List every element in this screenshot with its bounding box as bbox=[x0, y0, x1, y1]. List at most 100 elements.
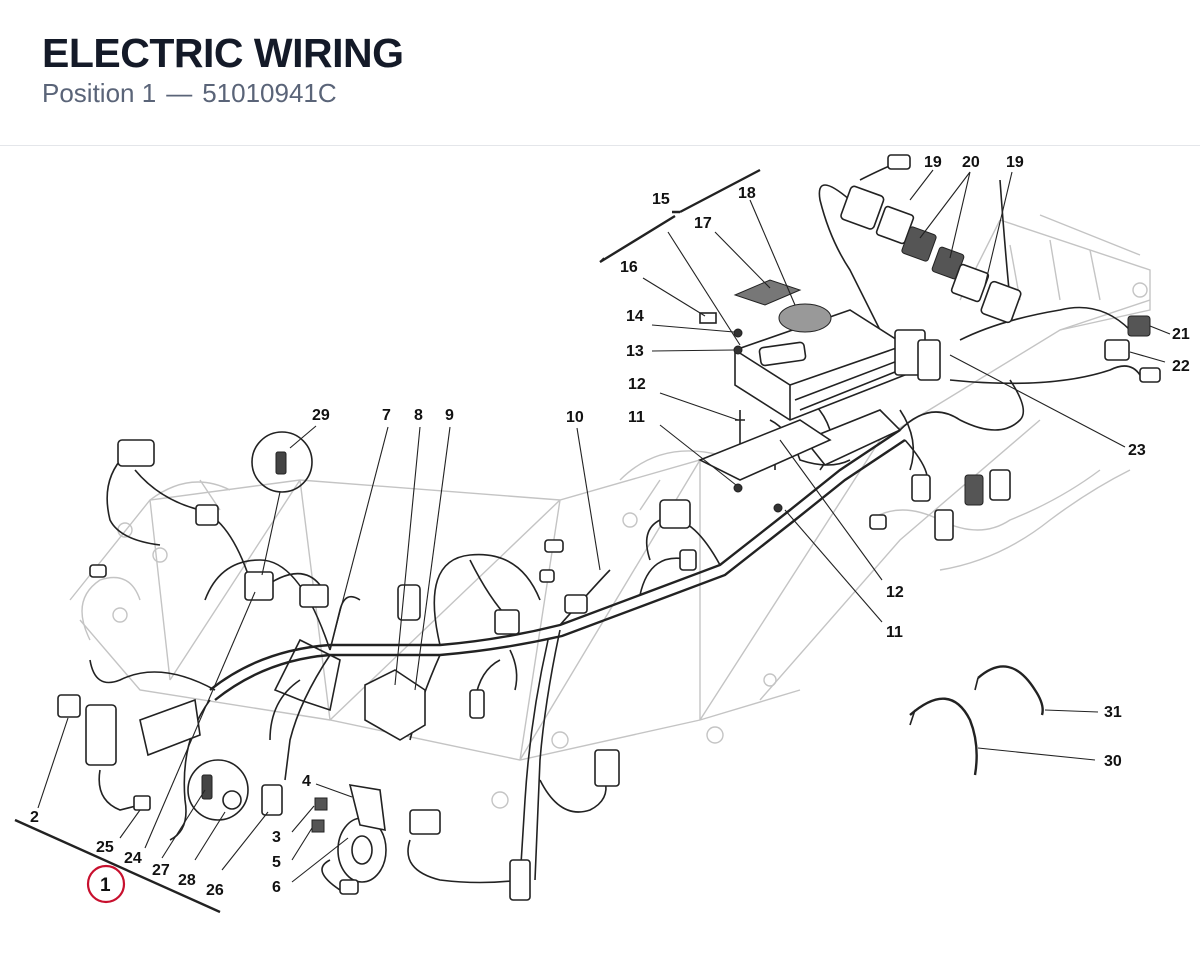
callout-17: 17 bbox=[694, 215, 712, 232]
callout-1: 1 bbox=[100, 875, 111, 896]
main-harness bbox=[89, 161, 1141, 891]
connector-mid-b bbox=[494, 609, 520, 635]
connector-6 bbox=[339, 879, 359, 895]
callout-9: 9 bbox=[445, 407, 454, 424]
part-number: 51010941C bbox=[202, 78, 337, 108]
group-braces bbox=[14, 168, 761, 914]
ecu-cover-disc bbox=[778, 303, 832, 333]
callout-23: 23 bbox=[1128, 442, 1146, 459]
connector-right-b bbox=[964, 474, 984, 506]
callout-20: 20 bbox=[962, 154, 980, 171]
fuse-holder-2 bbox=[57, 694, 81, 718]
top-connectors bbox=[840, 154, 1161, 383]
brace-15 bbox=[599, 168, 761, 264]
cable-strap-30 bbox=[909, 697, 978, 776]
connector-29 bbox=[244, 571, 274, 601]
callout-28: 28 bbox=[178, 872, 196, 889]
connector-26 bbox=[261, 784, 283, 816]
connector-mid-a bbox=[469, 689, 485, 719]
callout-13: 13 bbox=[626, 343, 644, 360]
callout-31: 31 bbox=[1104, 704, 1122, 721]
page-header: ELECTRIC WIRING Position 1 — 51010941C bbox=[0, 0, 1200, 146]
horn-bracket bbox=[348, 784, 386, 832]
callout-4: 4 bbox=[302, 773, 311, 790]
components bbox=[57, 154, 1161, 901]
ecu-unit bbox=[734, 309, 906, 466]
connector-bottom-b bbox=[509, 859, 531, 901]
cable-strap-31 bbox=[977, 665, 1044, 716]
relay-part bbox=[699, 312, 717, 324]
motorcycle-frame bbox=[69, 214, 1151, 809]
callout-10: 10 bbox=[566, 409, 584, 426]
connector-left-top bbox=[117, 439, 155, 467]
cable-strap-30-inner bbox=[909, 709, 916, 726]
bolt-3a bbox=[314, 797, 328, 811]
connector-bottom-a bbox=[409, 809, 441, 835]
connector-mid-g bbox=[679, 549, 697, 571]
connector-29b bbox=[299, 584, 329, 608]
connector-right-e bbox=[869, 514, 887, 530]
callout-24: 24 bbox=[124, 850, 142, 867]
connector-bottom-c bbox=[594, 749, 620, 787]
callout-22: 22 bbox=[1172, 358, 1190, 375]
callout-11-top: 11 bbox=[628, 409, 645, 426]
separator: — bbox=[166, 78, 193, 108]
cable-strap-31-inner bbox=[974, 677, 979, 691]
callout-11-bottom: 11 bbox=[886, 624, 903, 641]
inset-circle-27-28 bbox=[187, 759, 249, 821]
ecu-label-plate bbox=[733, 279, 802, 306]
fuse-27 bbox=[201, 774, 213, 800]
brace-1 bbox=[14, 818, 221, 914]
callout-30: 30 bbox=[1104, 753, 1122, 770]
regulator bbox=[364, 669, 426, 741]
bolt-5 bbox=[311, 819, 325, 833]
connector-25 bbox=[133, 795, 151, 811]
callout-26: 26 bbox=[206, 882, 224, 899]
callout-2: 2 bbox=[30, 809, 39, 826]
page-subtitle: Position 1 — 51010941C bbox=[42, 78, 337, 109]
callout-7: 7 bbox=[382, 407, 391, 424]
horn-inner bbox=[351, 835, 373, 865]
ecu-bracket bbox=[698, 419, 832, 481]
page-title: ELECTRIC WIRING bbox=[42, 30, 404, 76]
callout-25: 25 bbox=[96, 839, 114, 856]
inset-circle-29 bbox=[251, 431, 313, 493]
callout-12-top: 12 bbox=[628, 376, 646, 393]
connector-mid-c bbox=[564, 594, 588, 614]
grommet-28 bbox=[222, 790, 242, 810]
callout-6: 6 bbox=[272, 879, 281, 896]
connector-mid-d bbox=[539, 569, 555, 583]
connector-24 bbox=[139, 698, 201, 757]
nut-11b bbox=[773, 503, 783, 513]
callout-16: 16 bbox=[620, 259, 638, 276]
callout-8: 8 bbox=[414, 407, 423, 424]
position-label: Position 1 bbox=[42, 78, 157, 108]
callout-12-bottom: 12 bbox=[886, 584, 904, 601]
connector-mid-e bbox=[544, 539, 564, 553]
callouts: 19 20 19 21 22 23 15 18 17 16 14 13 12 1… bbox=[30, 154, 1190, 899]
position-1-marker: 1 bbox=[86, 864, 126, 904]
connector-left-c bbox=[89, 564, 107, 578]
washer-13 bbox=[733, 345, 743, 355]
callout-19-right: 19 bbox=[1006, 154, 1024, 171]
callout-3: 3 bbox=[272, 829, 281, 846]
bracket-7 bbox=[273, 638, 341, 712]
callout-18: 18 bbox=[738, 185, 756, 202]
callout-21: 21 bbox=[1172, 326, 1190, 343]
callout-27: 27 bbox=[152, 862, 170, 879]
callout-15: 15 bbox=[652, 191, 670, 208]
connector-right-c bbox=[989, 469, 1011, 501]
callout-29: 29 bbox=[312, 407, 330, 424]
callout-14: 14 bbox=[626, 308, 644, 325]
connector-right-d bbox=[934, 509, 954, 541]
nut-11a bbox=[733, 483, 743, 493]
connector-right-a bbox=[911, 474, 931, 502]
callout-19-left: 19 bbox=[924, 154, 942, 171]
fuse-29 bbox=[275, 451, 287, 475]
leader-lines bbox=[37, 169, 1171, 883]
connector-left-b bbox=[195, 504, 219, 526]
connector-mid-f bbox=[659, 499, 691, 529]
washer-14 bbox=[733, 328, 743, 338]
relay-box bbox=[85, 704, 117, 766]
